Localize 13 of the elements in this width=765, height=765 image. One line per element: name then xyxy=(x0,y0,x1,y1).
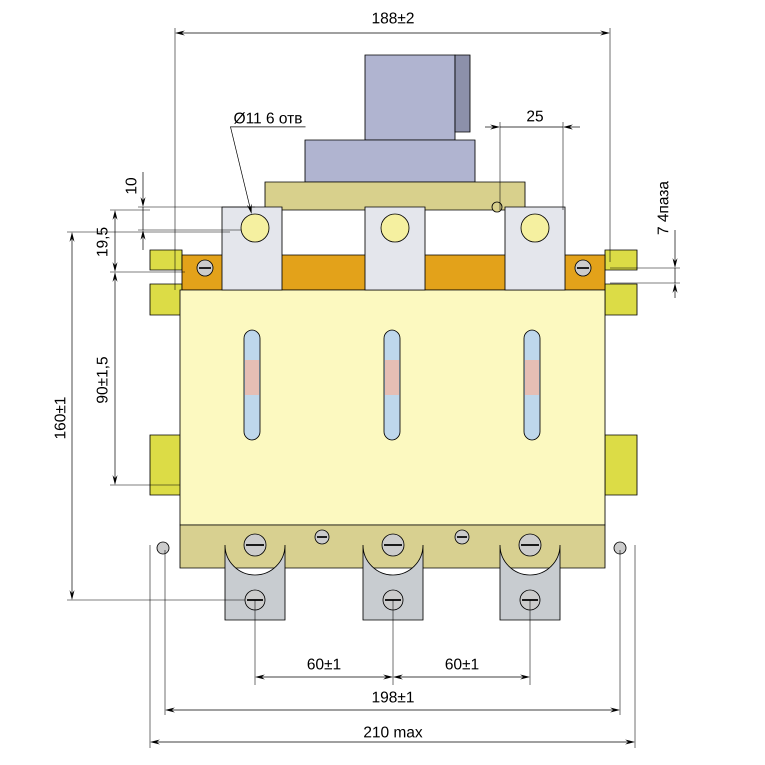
dimension-label: 10 xyxy=(126,178,136,194)
dimension-label: 25 xyxy=(527,110,543,122)
dimension-label: 60±1 xyxy=(308,658,340,670)
dimension-label: 210 max xyxy=(364,726,422,738)
dimension-label: 90±1,5 xyxy=(96,357,110,403)
dimension-label: 60±1 xyxy=(446,658,478,670)
mounting-hole xyxy=(240,214,270,242)
dimension-label: 160±1 xyxy=(54,397,66,438)
dimension-label: 19,5 xyxy=(96,228,110,256)
dimension-label: 7 4паза xyxy=(658,181,668,234)
dimension-label: 198±1 xyxy=(372,692,414,702)
dimension-label: 188±2 xyxy=(372,12,414,24)
dimension-label: Ø11 6 отв xyxy=(234,112,302,124)
